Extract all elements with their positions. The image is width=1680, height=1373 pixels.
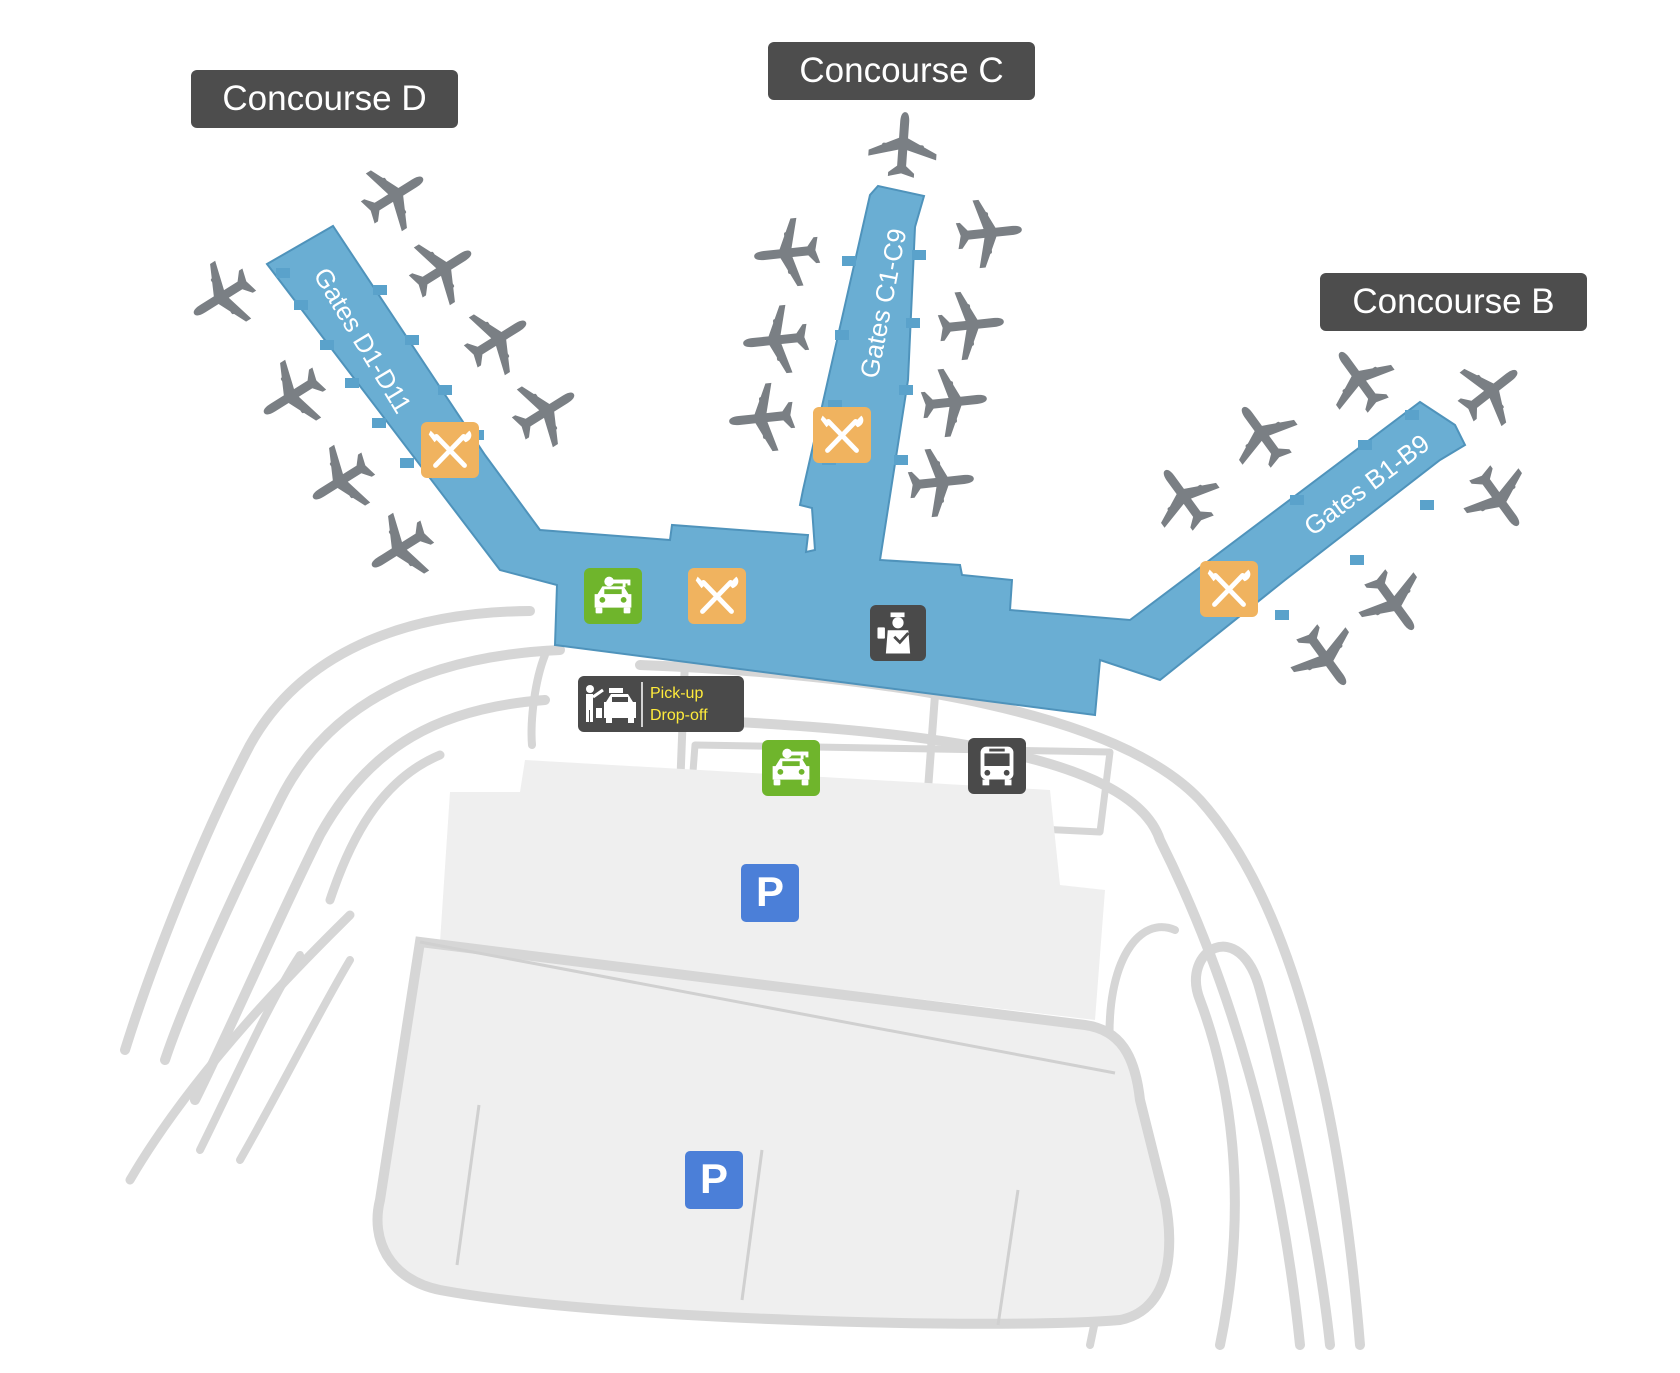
pickup-label: Pick-up <box>650 685 703 702</box>
airplane-icon <box>397 223 489 316</box>
airplane-icon <box>1312 332 1406 426</box>
parking-icon[interactable]: P <box>685 1151 743 1209</box>
airplane-icon <box>452 293 544 386</box>
roadways <box>120 606 1365 1350</box>
airplane-icon <box>295 434 387 527</box>
airplane-icon <box>354 502 446 595</box>
parking-lots <box>372 760 1175 1329</box>
airplane-icon <box>176 250 268 343</box>
airplane-icon <box>750 215 823 291</box>
dining-icon[interactable] <box>688 568 746 624</box>
airplane-icon <box>1279 611 1373 705</box>
bus-icon[interactable] <box>968 738 1026 794</box>
airplane-icon <box>725 380 798 456</box>
airplane-icon <box>866 109 940 180</box>
airplane-icon <box>500 365 592 458</box>
airplane-icon <box>739 302 812 378</box>
airplane-icon <box>1452 452 1546 546</box>
pickup-dropoff-sign[interactable]: Pick-up Drop-off <box>578 676 744 732</box>
airplane-icon <box>1347 556 1441 650</box>
airplane-icon <box>935 287 1008 363</box>
car-rental-icon[interactable] <box>762 740 820 796</box>
concourse-b-label[interactable]: Concourse B <box>1320 273 1587 331</box>
dining-icon[interactable] <box>813 407 871 463</box>
parking-lower-label: P <box>700 1155 728 1202</box>
parking-upper-label: P <box>756 868 784 915</box>
airplane-icon <box>349 149 441 242</box>
security-icon[interactable] <box>870 605 926 661</box>
concourse-d-label[interactable]: Concourse D <box>191 70 458 128</box>
airplane-icon <box>905 444 978 520</box>
airplane-icon <box>246 349 338 442</box>
dining-icon[interactable] <box>1200 561 1258 617</box>
car-rental-icon[interactable] <box>584 568 642 624</box>
airplane-icon <box>1215 387 1309 481</box>
airplane-icon <box>918 364 991 440</box>
dropoff-label: Drop-off <box>650 707 708 724</box>
airplane-icon <box>953 195 1026 271</box>
parking-icon[interactable]: P <box>741 864 799 922</box>
airplane-icon <box>1444 344 1538 438</box>
concourse-c-label[interactable]: Concourse C <box>768 42 1035 100</box>
airplane-icon <box>1137 450 1231 544</box>
dining-icon[interactable] <box>421 422 479 478</box>
